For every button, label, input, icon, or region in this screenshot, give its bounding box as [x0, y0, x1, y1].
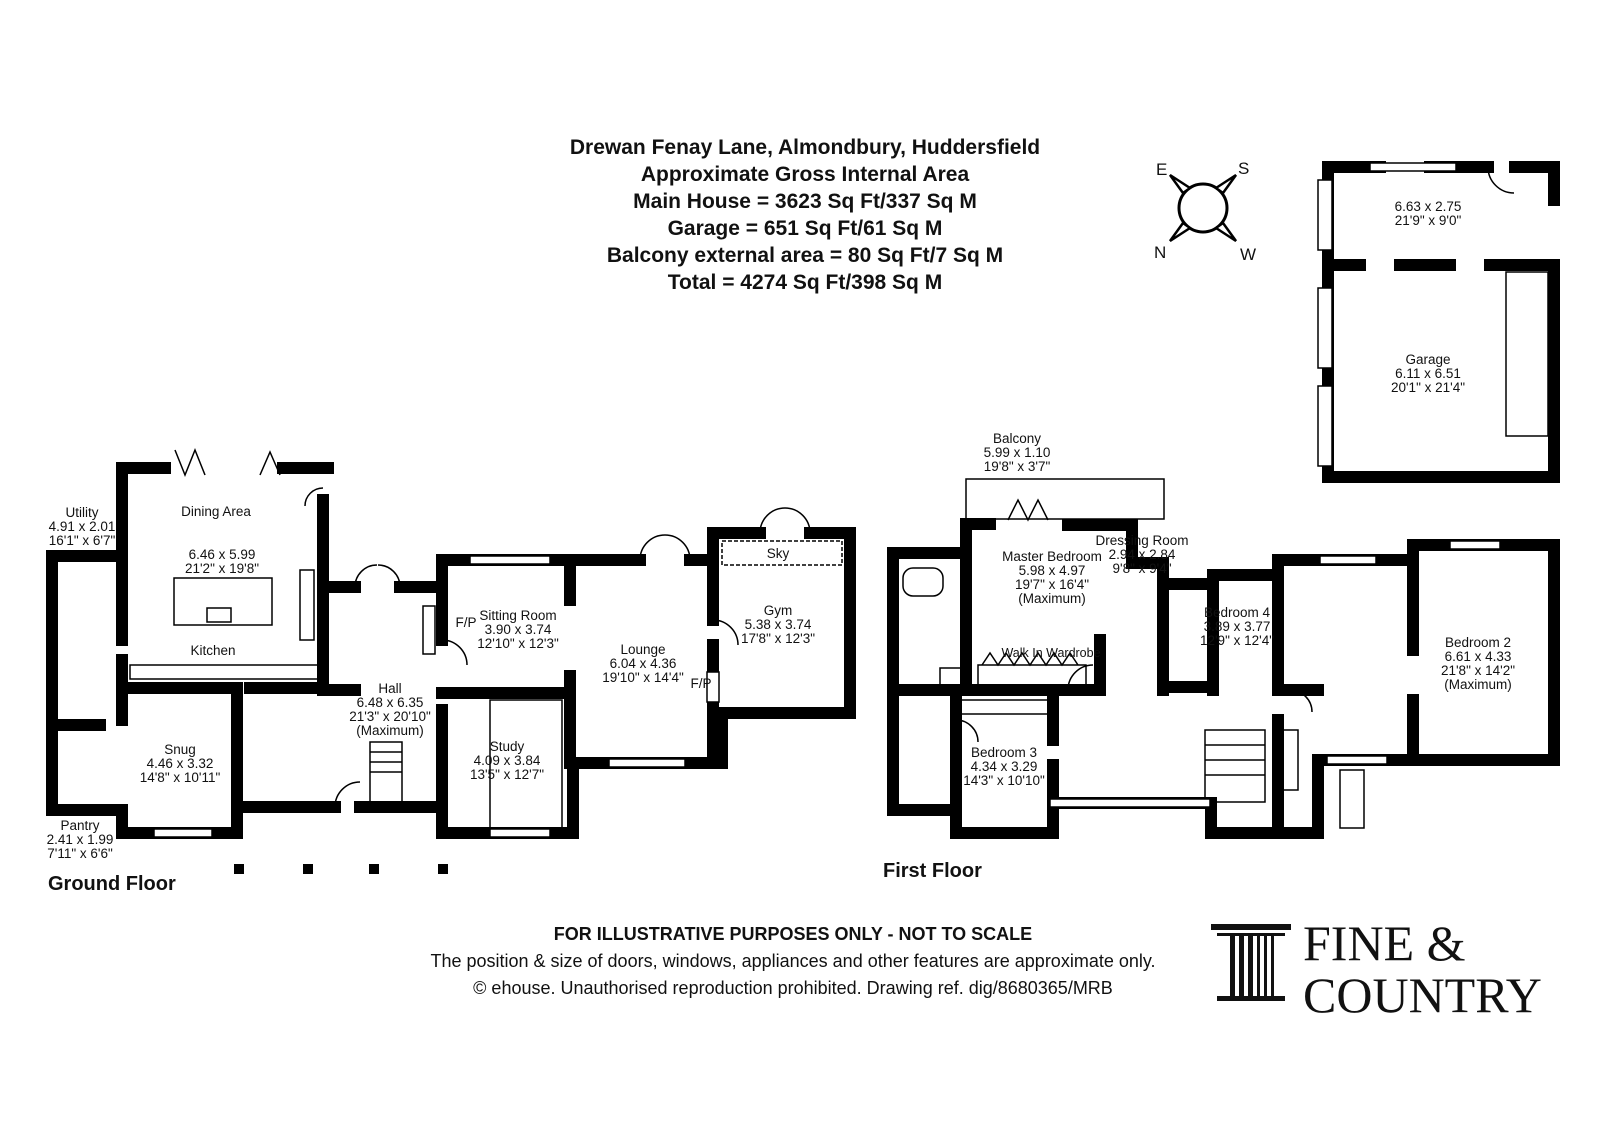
balcony-name: Balcony: [993, 431, 1041, 446]
bedroom-2-name: Bedroom 2: [1445, 635, 1511, 650]
pillar-marker: [303, 864, 313, 874]
compass-south: S: [1238, 159, 1249, 178]
bedroom-3-name: Bedroom 3: [971, 745, 1037, 760]
garage-block: 6.63 x 2.75 21'9" x 9'0" Garage 6.11 x 6…: [1317, 161, 1560, 483]
header: Drewan Fenay Lane, Almondbury, Huddersfi…: [570, 136, 1040, 294]
area-total: Total = 4274 Sq Ft/398 Sq M: [668, 271, 942, 294]
area-balcony: Balcony external area = 80 Sq Ft/7 Sq M: [607, 244, 1003, 267]
bedroom-4-imperial: 12'9" x 12'4": [1200, 633, 1274, 648]
balcony-imperial: 19'8" x 3'7": [984, 459, 1051, 474]
lounge-fireplace: F/P: [690, 676, 711, 691]
snug-metric: 4.46 x 3.32: [147, 756, 214, 771]
pantry-imperial: 7'11" x 6'6": [47, 846, 113, 861]
master-bedroom-imperial: 19'7" x 16'4": [1015, 577, 1089, 592]
store-dimensions-metric: 6.63 x 2.75: [1395, 199, 1462, 214]
gym-imperial: 17'8" x 12'3": [741, 631, 815, 646]
bedroom-2-note: (Maximum): [1444, 677, 1512, 692]
disclaimer-line-2: © ehouse. Unauthorised reproduction proh…: [473, 978, 1113, 998]
study-name: Study: [490, 739, 525, 754]
bedroom-3-metric: 4.34 x 3.29: [971, 759, 1038, 774]
first-floor-labels: Balcony 5.99 x 1.10 19'8" x 3'7" Master …: [883, 431, 1515, 882]
utility-metric: 4.91 x 2.01: [49, 519, 116, 534]
pillar-marker: [369, 864, 379, 874]
study-metric: 4.09 x 3.84: [474, 753, 541, 768]
garage-dimensions-imperial: 20'1" x 21'4": [1391, 380, 1465, 395]
store-dimensions-imperial: 21'9" x 9'0": [1395, 213, 1462, 228]
fine-country-logo: FINE & COUNTRY: [1211, 915, 1542, 1023]
snug-imperial: 14'8" x 10'11": [140, 770, 221, 785]
ground-floor-label: Ground Floor: [48, 873, 176, 895]
utility-imperial: 16'1" x 6'7": [49, 533, 116, 548]
ground-floor-labels: Utility 4.91 x 2.01 16'1" x 6'7" Dining …: [47, 504, 816, 895]
bedroom-2-metric: 6.61 x 4.33: [1445, 649, 1512, 664]
bedroom-2-imperial: 21'8" x 14'2": [1441, 663, 1515, 678]
dressing-room-name: Dressing Room: [1095, 533, 1188, 548]
plan-subtitle: Approximate Gross Internal Area: [641, 163, 970, 186]
plan-title: Drewan Fenay Lane, Almondbury, Huddersfi…: [570, 136, 1040, 159]
lounge-metric: 6.04 x 4.36: [610, 656, 677, 671]
sitting-room-imperial: 12'10" x 12'3": [477, 636, 559, 651]
disclaimer-heading: FOR ILLUSTRATIVE PURPOSES ONLY - NOT TO …: [554, 924, 1032, 944]
gym-metric: 5.38 x 3.74: [745, 617, 812, 632]
utility-name: Utility: [66, 505, 99, 520]
bedroom-4-metric: 3.89 x 3.77: [1204, 619, 1271, 634]
pillar-marker: [234, 864, 244, 874]
bedroom-4-name: Bedroom 4: [1204, 605, 1271, 620]
gym-skylight: Sky: [767, 546, 790, 561]
study-imperial: 13'5" x 12'7": [470, 767, 544, 782]
hall-imperial: 21'3" x 20'10": [349, 709, 431, 724]
hall-name: Hall: [378, 681, 401, 696]
sitting-room-fireplace: F/P: [455, 615, 476, 630]
bedroom-3-imperial: 14'3" x 10'10": [963, 773, 1045, 788]
pantry-name: Pantry: [60, 818, 99, 833]
kitchen-name: Kitchen: [190, 643, 235, 658]
dressing-room-imperial: 9'8" x 9'4": [1112, 561, 1171, 576]
sitting-room-metric: 3.90 x 3.74: [485, 622, 552, 637]
first-floor-plan: [887, 478, 1560, 839]
compass-icon: E S N W: [1154, 159, 1256, 264]
lounge-imperial: 19'10" x 14'4": [602, 670, 684, 685]
dressing-room-metric: 2.94 x 2.84: [1109, 547, 1176, 562]
pantry-metric: 2.41 x 1.99: [47, 832, 114, 847]
hall-metric: 6.48 x 6.35: [357, 695, 424, 710]
logo-line-2: COUNTRY: [1303, 967, 1542, 1023]
area-main-house: Main House = 3623 Sq Ft/337 Sq M: [633, 190, 977, 213]
compass-west: W: [1240, 245, 1256, 264]
master-bedroom-note: (Maximum): [1018, 591, 1086, 606]
garage-dimensions-metric: 6.11 x 6.51: [1395, 366, 1461, 381]
logo-line-1: FINE &: [1303, 915, 1466, 971]
area-garage: Garage = 651 Sq Ft/61 Sq M: [668, 217, 943, 240]
snug-name: Snug: [164, 742, 196, 757]
pillar-marker: [438, 864, 448, 874]
master-bedroom-name: Master Bedroom: [1002, 549, 1102, 564]
walk-in-wardrobe-name: Walk In Wardrobe: [1001, 646, 1100, 660]
master-bedroom-metric: 5.98 x 4.97: [1019, 563, 1086, 578]
lounge-name: Lounge: [620, 642, 665, 657]
dining-imperial: 21'2" x 19'8": [185, 561, 259, 576]
dining-name: Dining Area: [181, 504, 251, 519]
disclaimer-line-1: The position & size of doors, windows, a…: [430, 951, 1155, 971]
first-floor-label: First Floor: [883, 860, 982, 882]
footer: FOR ILLUSTRATIVE PURPOSES ONLY - NOT TO …: [430, 924, 1155, 998]
dining-metric: 6.46 x 5.99: [189, 547, 256, 562]
ground-floor-plan: [46, 447, 856, 839]
sitting-room-name: Sitting Room: [479, 608, 556, 623]
compass-north: N: [1154, 243, 1166, 262]
compass-east: E: [1156, 160, 1167, 179]
balcony-metric: 5.99 x 1.10: [984, 445, 1051, 460]
hall-note: (Maximum): [356, 723, 424, 738]
gym-name: Gym: [764, 603, 793, 618]
garage-room-name: Garage: [1405, 352, 1450, 367]
